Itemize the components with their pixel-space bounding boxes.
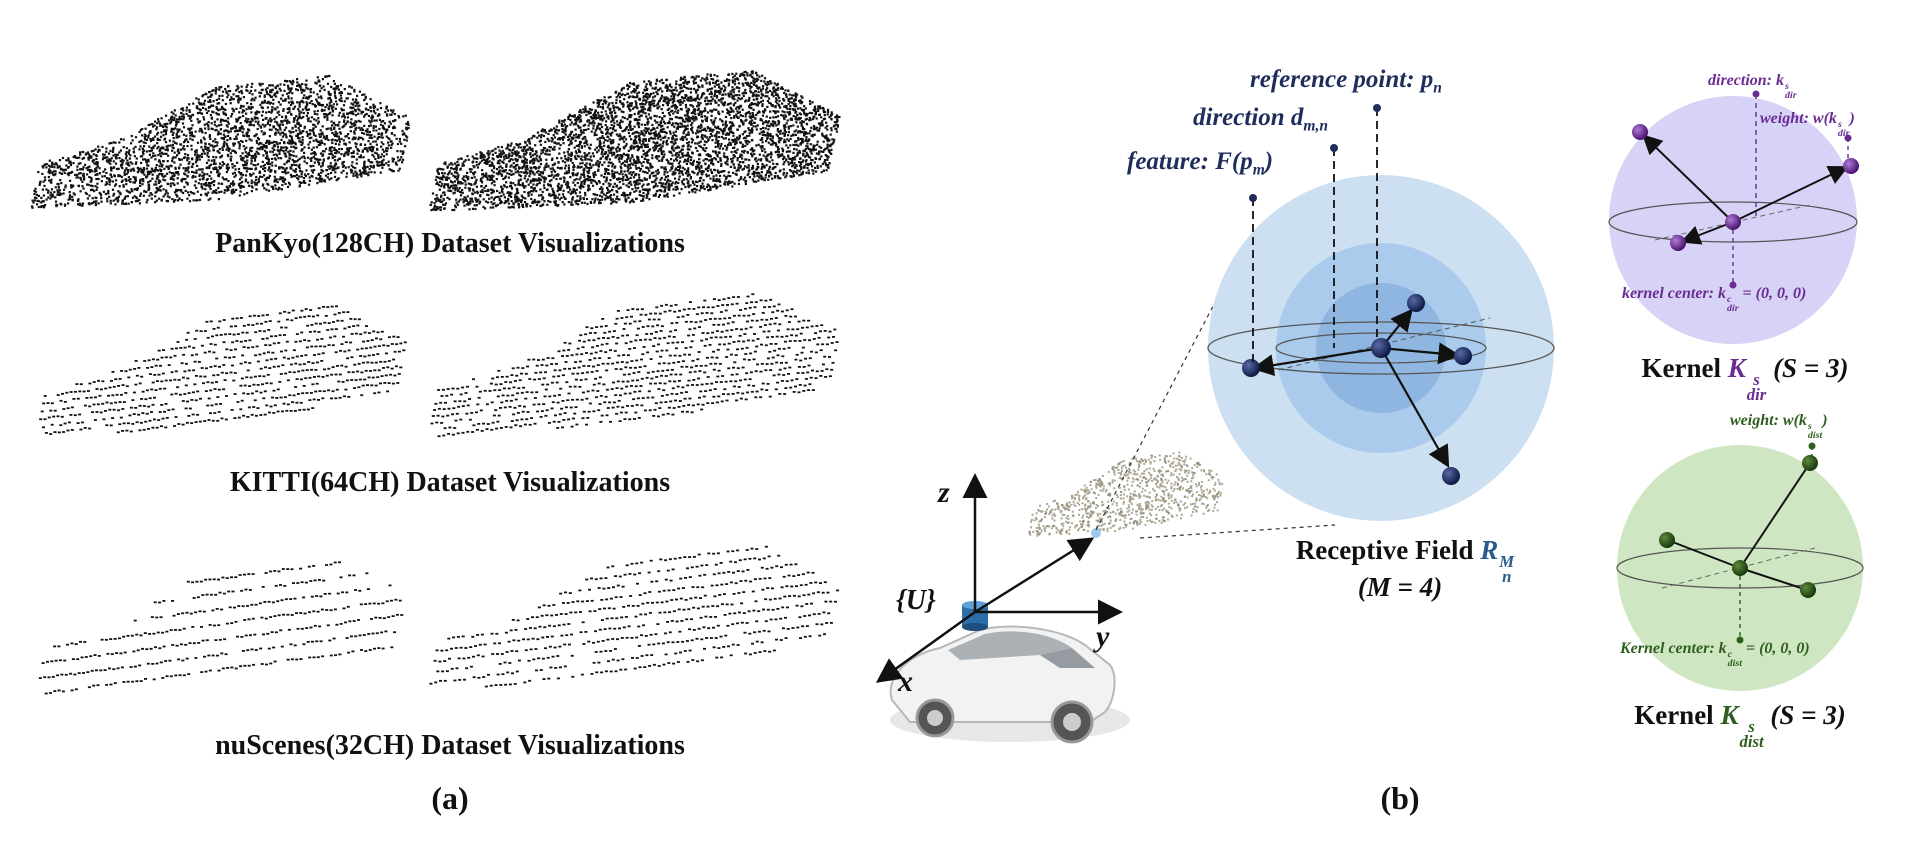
nuscenes-cloud-left bbox=[38, 561, 404, 695]
kitti-caption: KITTI(64CH) Dataset Visualizations bbox=[229, 467, 671, 498]
kitti-cloud-left bbox=[39, 305, 407, 435]
pankyo-caption: PanKyo(128CH) Dataset Visualizations bbox=[215, 228, 685, 259]
direction-label: direction dm,n bbox=[1193, 104, 1328, 135]
car-icon bbox=[889, 625, 1130, 744]
lidar-frame bbox=[875, 473, 1130, 744]
frame-label: {U} bbox=[896, 585, 936, 616]
reference-point bbox=[1371, 338, 1391, 358]
m-equation: (M = 4) bbox=[1357, 572, 1443, 602]
projection-line-bottom bbox=[1139, 524, 1336, 539]
neighbor-point bbox=[1454, 347, 1472, 365]
panel-b-label: (b) bbox=[1380, 780, 1420, 816]
receptive-field-sphere bbox=[1207, 104, 1555, 521]
panel-a-label: (a) bbox=[431, 780, 469, 816]
kitti-cloud-right bbox=[430, 293, 839, 438]
query-point-marker bbox=[1091, 528, 1101, 538]
axis-x-label: x bbox=[898, 665, 913, 698]
target-car-cloud bbox=[1028, 451, 1224, 537]
nuscenes-cloud-right bbox=[429, 545, 840, 688]
neighbor-point bbox=[1407, 294, 1425, 312]
axis-z-label: z bbox=[938, 476, 950, 509]
kernel-dir-sphere bbox=[1608, 90, 1859, 344]
nuscenes-caption: nuScenes(32CH) Dataset Visualizations bbox=[215, 730, 685, 761]
kernel-dist-sphere bbox=[1616, 442, 1864, 691]
reference-point-label: reference point: pn bbox=[1250, 66, 1442, 97]
neighbor-point bbox=[1242, 359, 1260, 377]
neighbor-point bbox=[1442, 467, 1460, 485]
feature-label: feature: F(pm) bbox=[1127, 148, 1274, 179]
pankyo-cloud-right bbox=[429, 70, 841, 212]
axis-y-label: y bbox=[1096, 620, 1110, 653]
pankyo-cloud-left bbox=[30, 74, 410, 209]
